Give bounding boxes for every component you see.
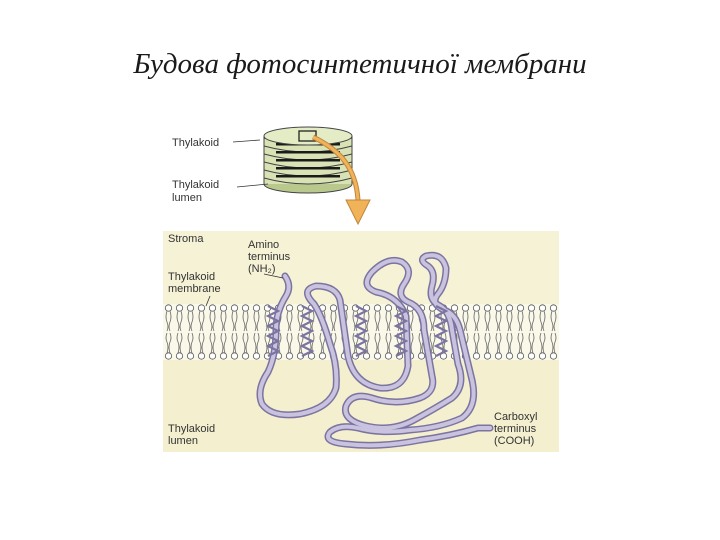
magnify-arrow bbox=[311, 134, 371, 226]
thylakoid-lumen-label-line1: Thylakoid bbox=[172, 179, 219, 191]
membrane-leader-line bbox=[205, 295, 211, 307]
membrane-label-line1: Thylakoid bbox=[168, 271, 215, 283]
stroma-label: Stroma bbox=[168, 233, 204, 245]
membrane-label-line2: membrane bbox=[168, 283, 221, 295]
amino-label-line1: Amino bbox=[248, 239, 279, 251]
amino-leader-line bbox=[263, 273, 284, 279]
thylakoid-lumen-label-line2: lumen bbox=[172, 192, 202, 204]
lumen-leader-line bbox=[236, 183, 269, 188]
carboxyl-label-line2: terminus bbox=[494, 423, 537, 435]
slide-title: Будова фотосинтетичної мембрани bbox=[133, 48, 587, 80]
carboxyl-label-line3: (COOH) bbox=[494, 435, 534, 447]
thylakoid-stack bbox=[263, 126, 353, 194]
carboxyl-label-line1: Carboxyl bbox=[494, 411, 537, 423]
stroma-region bbox=[163, 231, 559, 304]
transmembrane-helices bbox=[265, 305, 449, 357]
amino-label-line2: terminus bbox=[248, 251, 291, 263]
amino-label-line3: (NH₂) bbox=[248, 263, 275, 275]
thylakoid-label: Thylakoid bbox=[172, 137, 219, 149]
protein-chain bbox=[256, 251, 494, 449]
thylakoid-leader-line bbox=[232, 139, 261, 143]
lumen-bottom-label-line1: Thylakoid bbox=[168, 423, 215, 435]
lumen-bottom-label-line2: lumen bbox=[168, 435, 198, 447]
